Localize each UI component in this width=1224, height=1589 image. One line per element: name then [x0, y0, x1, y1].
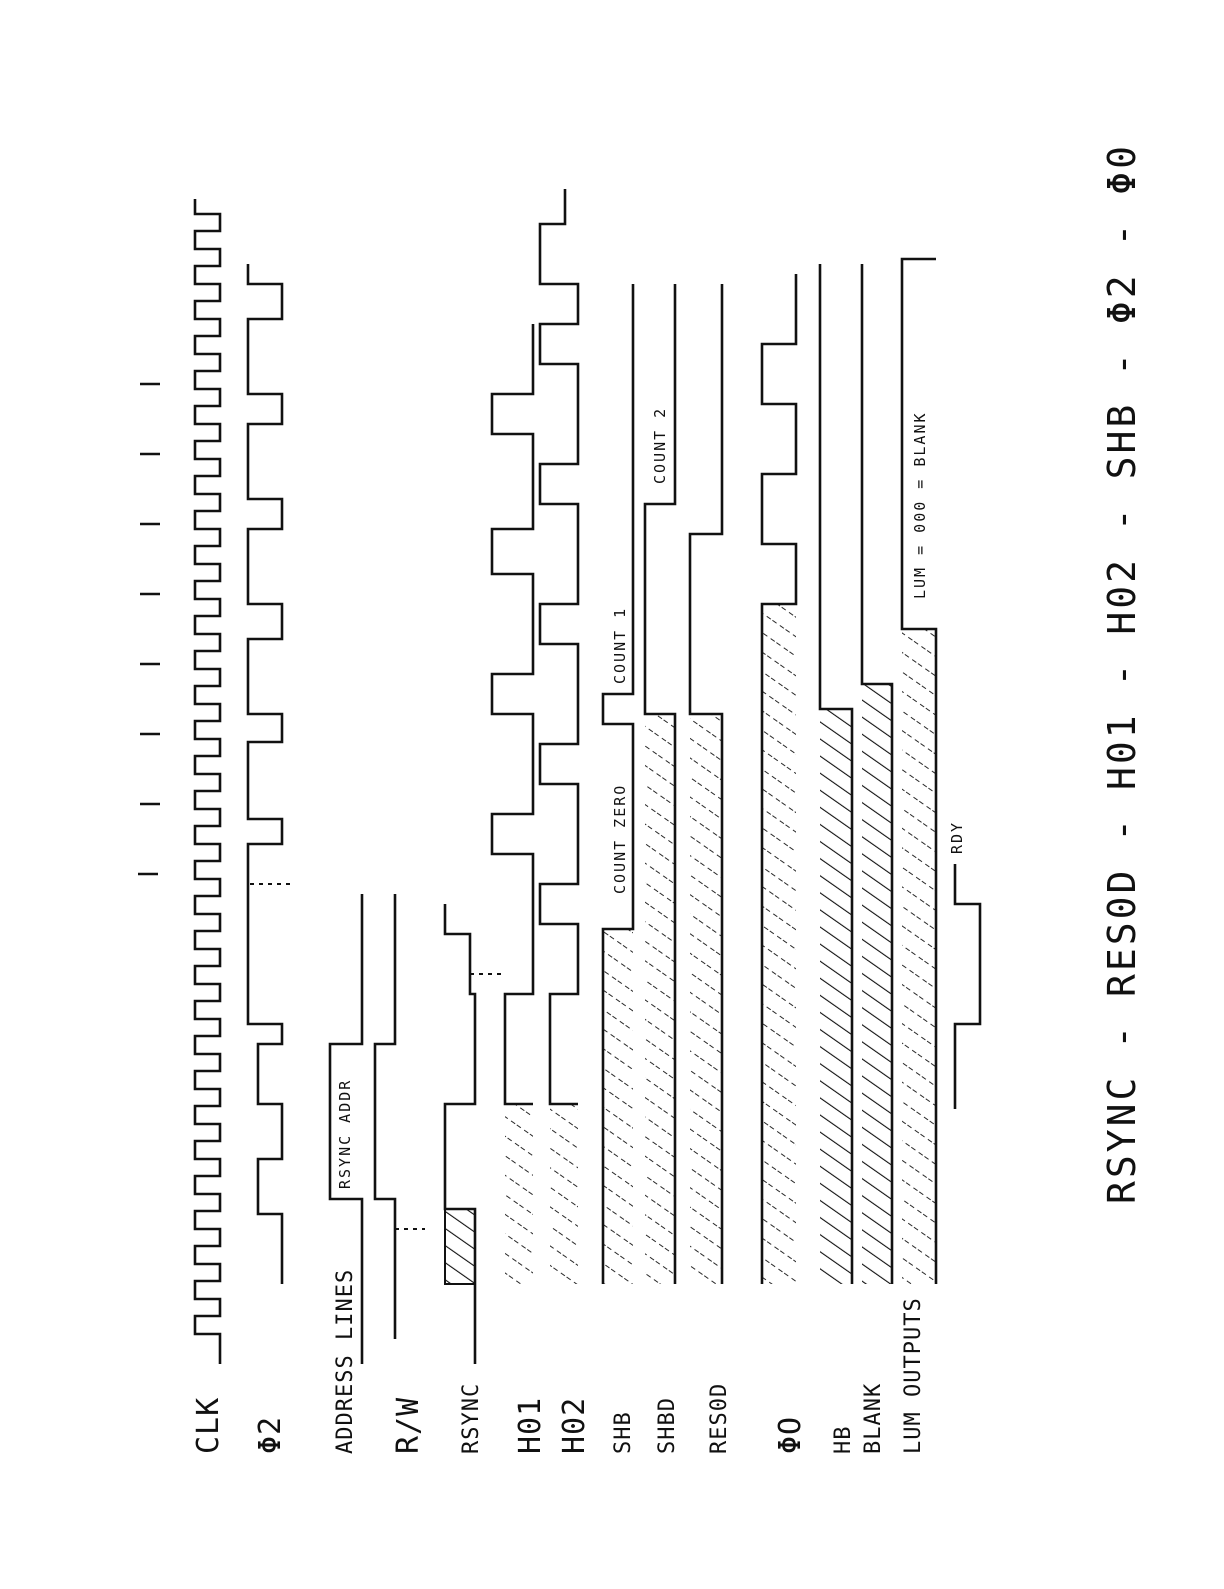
- label-rsync: RSYNC: [459, 1383, 484, 1454]
- label-phi0: ΦO: [773, 1416, 808, 1454]
- wave-phi0: [760, 274, 798, 1284]
- blank-hatch: [862, 684, 892, 1284]
- wave-clk: [193, 199, 222, 1364]
- label-res0d: RES0D: [707, 1383, 732, 1454]
- label-blank: BLANK: [861, 1383, 886, 1454]
- label-shb: SHB: [611, 1411, 636, 1454]
- wave-shbd: [643, 284, 677, 1284]
- wave-res0d: [688, 284, 724, 1284]
- h01-hatch: [505, 1104, 533, 1284]
- label-address-lines: ADDRESS LINES: [333, 1269, 358, 1454]
- h02-hatch: [550, 1104, 578, 1284]
- note-rsync-addr: RSYNC ADDR: [336, 1079, 354, 1189]
- note-lum-blank: LUM = 000 = BLANK: [911, 411, 929, 599]
- note-count-2: COUNT 2: [651, 407, 669, 484]
- wave-phi2: [246, 264, 284, 1284]
- wave-shb: [601, 284, 635, 1284]
- label-shbd: SHBD: [655, 1397, 680, 1454]
- lum-hatch: [902, 629, 936, 1284]
- rsync-hatch: [444, 1208, 476, 1285]
- label-h02: H02: [557, 1397, 592, 1454]
- hb-hatch: [820, 709, 852, 1284]
- note-count-zero: COUNT ZERO: [611, 784, 629, 894]
- wave-lum-outputs: [900, 257, 938, 1284]
- note-count-1: COUNT 1: [611, 607, 629, 684]
- wave-h01: [490, 324, 535, 1106]
- label-lum-outputs: LUM OUTPUTS: [901, 1297, 926, 1454]
- label-phi2: Φ2: [253, 1416, 288, 1454]
- wave-address-lines: [328, 894, 364, 1364]
- label-hb: HB: [831, 1426, 856, 1455]
- wave-rdy: [953, 864, 982, 1109]
- label-rw: R/W: [391, 1397, 426, 1454]
- clock-ticks: [138, 382, 160, 876]
- shbd-hatch: [645, 714, 675, 1284]
- wave-hb: [818, 264, 854, 1284]
- wave-rsync: [443, 904, 477, 1364]
- note-rdy: RDY: [948, 821, 966, 854]
- wave-h02: [538, 189, 580, 1106]
- caption: RSYNC - RES0D - H01 - H02 - SHB - Φ2 - Φ…: [1100, 143, 1144, 1204]
- label-clk: CLK: [191, 1397, 226, 1454]
- wave-rw: [373, 894, 397, 1339]
- res0d-hatch: [690, 714, 722, 1284]
- phi0-hatch: [762, 604, 796, 1284]
- shb-hatch: [603, 929, 633, 1284]
- wave-blank: [860, 264, 894, 1284]
- label-h01: H01: [513, 1397, 548, 1454]
- rotated-drawing: CLK Φ2 ADDRESS LINES R/W RSYNC H01 H02 S…: [138, 143, 1144, 1454]
